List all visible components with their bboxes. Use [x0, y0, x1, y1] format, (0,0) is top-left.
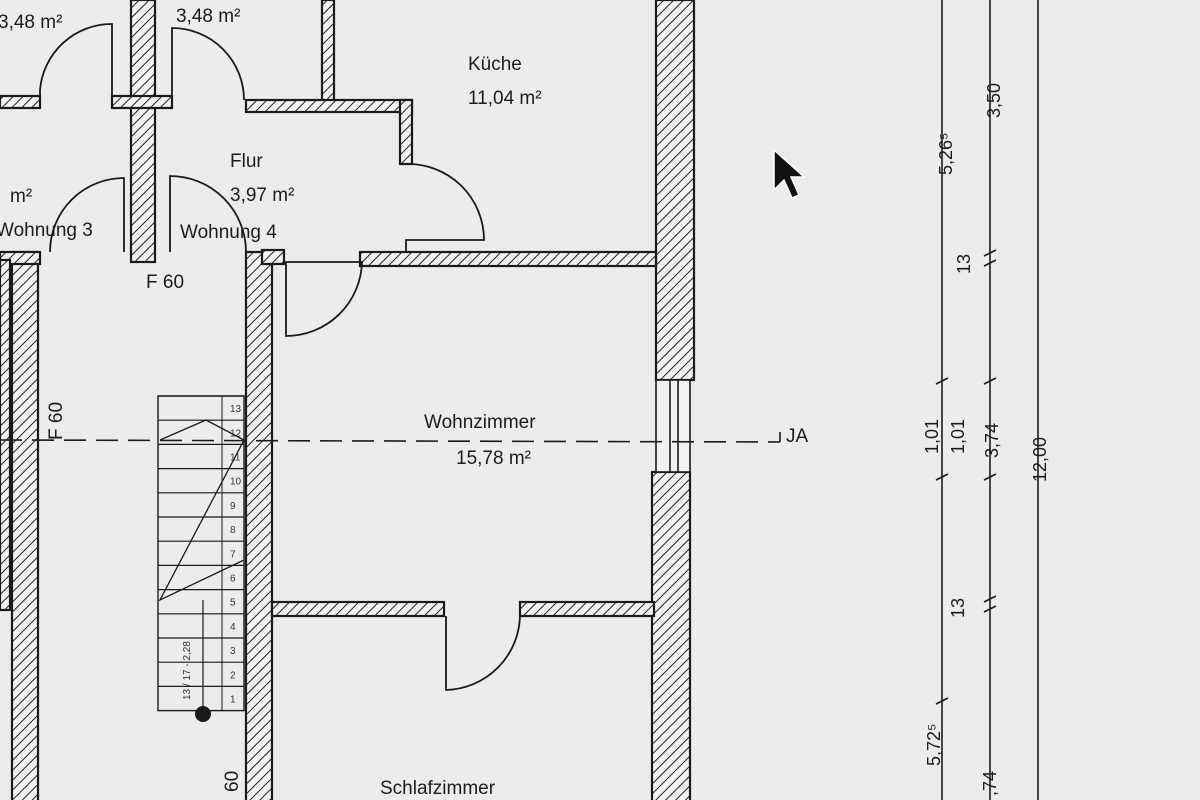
stair-wall [244, 250, 274, 800]
door-kitchen [405, 163, 485, 252]
door-wohnung-4 [169, 175, 247, 253]
wall-kitchen-bottom [244, 98, 414, 114]
dim-col3-total: 12,00 [1030, 437, 1050, 482]
exterior-wall-lower [650, 470, 692, 800]
fire-rating-vertical-left: F 60 [46, 402, 67, 440]
fire-rating-vertical-bottom: 60 [222, 771, 243, 792]
stair-formula: 13 / 17 - 2,28 [182, 641, 193, 700]
room-name-schlafzimmer: Schlafzimmer [380, 778, 496, 799]
dim-col1-mid-b: 1,01 [922, 419, 942, 454]
dim-col2-top: 3,50 [984, 83, 1004, 118]
dim-col1-mid-c: 13 [948, 598, 968, 618]
dim-col2-bottom: ,74 [980, 771, 1000, 796]
room-name-flur: Flur [230, 151, 263, 172]
door-bath-right [171, 27, 245, 101]
stair-step-number: 6 [230, 574, 236, 585]
room-name-wohnzimmer: Wohnzimmer [424, 412, 536, 433]
arrow-cursor-icon [773, 148, 806, 199]
dim-col2-mid-a: 1,01 [948, 419, 968, 454]
room-area-flur: 3,97 m² [230, 185, 294, 206]
door-bedroom [445, 613, 521, 691]
wall-bath-left [0, 94, 42, 110]
bath-wall [320, 0, 336, 104]
stair-step-number: 8 [230, 525, 236, 536]
exterior-wall-upper [654, 0, 696, 382]
wall-kitchen-side [398, 98, 414, 166]
room-area-bath-right: 3,48 m² [176, 6, 240, 27]
section-line [0, 439, 781, 443]
room-area-kueche: 11,04 m² [468, 88, 542, 109]
unit-label-wohnung-4: Wohnung 4 [180, 222, 277, 243]
left-wall [10, 250, 40, 800]
doors [39, 23, 521, 691]
door-bath-left [39, 23, 113, 96]
wall-flur-corner [260, 248, 286, 266]
stair-step-number: 11 [230, 453, 241, 464]
fire-rating-label: F 60 [146, 272, 184, 293]
stair-step-number: 12 [230, 428, 242, 439]
stair-step-number: 3 [230, 646, 236, 657]
wall-bedroom-right [518, 600, 656, 618]
window [655, 379, 691, 473]
stair-step-number: 4 [230, 622, 236, 633]
stair-step-number: 10 [230, 477, 242, 488]
stair-step-number: 1 [230, 695, 236, 706]
door-wohnung-3 [49, 177, 125, 253]
dim-col1-mid-a: 13 [954, 254, 974, 274]
wall-living-top [358, 250, 658, 268]
section-marker: JA [786, 426, 809, 447]
unit-label-wohnung-3: Wohnung 3 [0, 220, 93, 241]
walls [0, 0, 696, 800]
dim-col1-top: 5,26⁵ [936, 133, 956, 176]
stair-step-number: 2 [230, 670, 236, 681]
stair-step-number: 5 [230, 598, 236, 609]
dimension-chains [935, 0, 1039, 800]
wall-bath-mid [110, 94, 174, 110]
room-area-bath-left: 3,48 m² [0, 12, 62, 33]
wall-bedroom-left [270, 600, 446, 618]
door-living [285, 261, 363, 337]
room-area-partial-left: m² [10, 186, 32, 207]
stair-step-number: 13 [230, 404, 242, 415]
dim-col1-bottom: 5,72⁵ [924, 724, 944, 767]
room-name-kueche: Küche [468, 54, 522, 75]
wall-far-left [0, 258, 12, 612]
stair-step-number: 7 [230, 549, 236, 560]
party-wall-upper [129, 0, 157, 264]
stair-step-number: 9 [230, 501, 236, 512]
room-area-wohnzimmer: 15,78 m² [456, 448, 531, 469]
dim-col2-mid-b: 3,74 [982, 423, 1002, 458]
